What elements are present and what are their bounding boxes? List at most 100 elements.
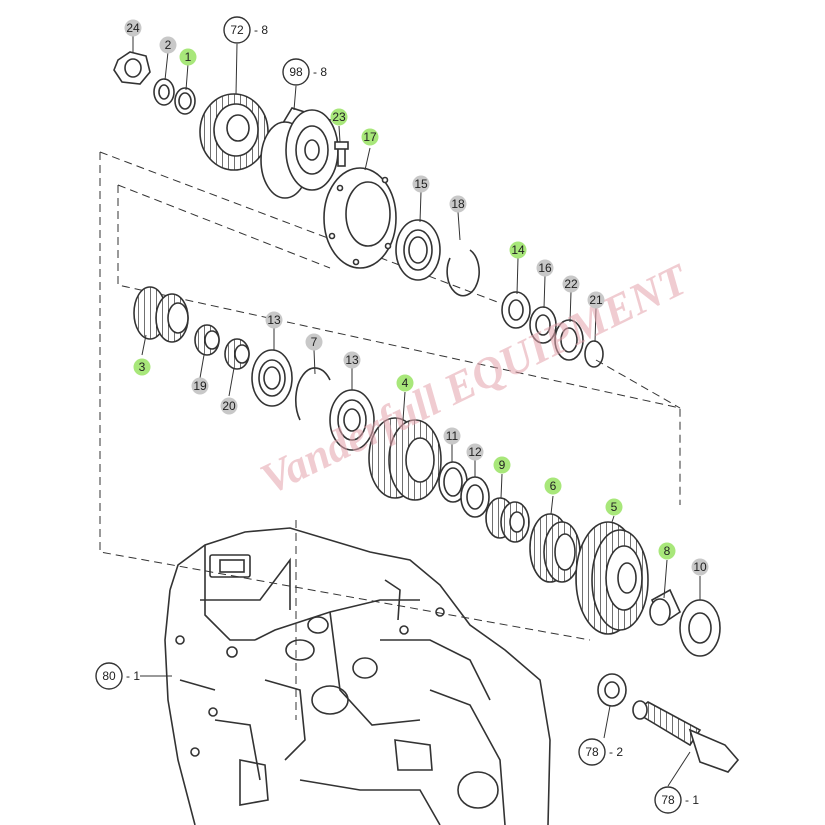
callout-c15: 15: [412, 175, 430, 193]
callout-c11: 11: [443, 427, 461, 445]
gear-5-part: [575, 521, 649, 635]
parts: [113, 51, 740, 773]
reference-suffix: - 1: [685, 793, 699, 807]
callout-c23: 23: [330, 108, 348, 126]
reference-bubble: [282, 58, 310, 86]
callout-number: 15: [414, 177, 428, 191]
callout-bubble: [330, 108, 348, 126]
callout-c19: 19: [191, 377, 209, 395]
reference-number: 78: [661, 793, 675, 807]
reference-callout-r781: 78 - 1: [654, 786, 699, 814]
needle-bearing-19-part: [194, 324, 220, 356]
callout-number: 9: [499, 458, 506, 472]
sleeve-6-part: [529, 513, 581, 583]
callout-group: 2421231715181416222131920137134111296581…: [124, 19, 709, 576]
reference-suffix: - 1: [126, 669, 140, 683]
reference-suffix: - 8: [313, 65, 327, 79]
bolt-part: [334, 141, 349, 167]
callout-bubble: [443, 427, 461, 445]
callout-number: 4: [402, 376, 409, 390]
callout-bubble: [305, 333, 323, 351]
callout-number: 21: [589, 293, 603, 307]
gear-4-part: [368, 417, 442, 501]
reference-callout-r72: 72 - 8: [223, 16, 268, 44]
reference-bubble: [654, 786, 682, 814]
callout-bubble: [124, 19, 142, 37]
callout-bubble: [691, 558, 709, 576]
clip-21-part: [584, 340, 604, 368]
callout-number: 19: [193, 379, 207, 393]
nut-part: [113, 51, 151, 85]
callout-c10: 10: [691, 558, 709, 576]
callout-c6: 6: [544, 477, 562, 495]
callout-bubble: [544, 477, 562, 495]
callout-number: 5: [611, 500, 618, 514]
callout-number: 10: [693, 560, 707, 574]
gear-3-part: [133, 286, 189, 343]
callout-bubble: [343, 351, 361, 369]
callout-number: 8: [664, 544, 671, 558]
callout-number: 12: [468, 445, 482, 459]
callout-number: 16: [538, 261, 552, 275]
callout-c12: 12: [466, 443, 484, 461]
callout-c8: 8: [658, 542, 676, 560]
bearing-15-part: [395, 219, 441, 281]
callout-number: 3: [139, 360, 146, 374]
needle-bearing-20-part: [224, 338, 250, 370]
callout-number: 22: [564, 277, 578, 291]
callout-bubble: [220, 397, 238, 415]
bearing-13a-part: [251, 349, 293, 407]
reference-callout-group: 72- 898- 880- 178- 278- 1: [95, 16, 699, 814]
callout-c14: 14: [509, 241, 527, 259]
reference-number: 80: [102, 669, 116, 683]
gearbox-housing: [164, 527, 551, 825]
reference-number: 78: [585, 745, 599, 759]
callout-number: 1: [185, 50, 192, 64]
reference-bubble: [95, 662, 123, 690]
snap-ring-18-part: [446, 249, 480, 297]
reference-number: 72: [230, 23, 244, 37]
snap-ring-7-part: [295, 367, 331, 421]
callout-c17: 17: [361, 128, 379, 146]
callout-c20: 20: [220, 397, 238, 415]
callout-bubble: [412, 175, 430, 193]
callout-bubble: [605, 498, 623, 516]
callout-bubble: [265, 311, 283, 329]
callout-number: 17: [363, 130, 377, 144]
callout-c1: 1: [179, 48, 197, 66]
callout-c21: 21: [587, 291, 605, 309]
callout-bubble: [191, 377, 209, 395]
callout-number: 13: [267, 313, 281, 327]
callout-bubble: [562, 275, 580, 293]
drum-98-part: [260, 107, 339, 199]
reference-callout-r98: 98 - 8: [282, 58, 327, 86]
reference-bubble: [223, 16, 251, 44]
callout-c16: 16: [536, 259, 554, 277]
callout-number: 7: [311, 335, 318, 349]
reference-bubble: [578, 738, 606, 766]
callout-number: 2: [165, 38, 172, 52]
callout-bubble: [179, 48, 197, 66]
callout-number: 18: [451, 197, 465, 211]
callout-bubble: [658, 542, 676, 560]
callout-bubble: [159, 36, 177, 54]
callout-bubble: [396, 374, 414, 392]
reference-number: 98: [289, 65, 303, 79]
callout-bubble: [466, 443, 484, 461]
callout-number: 23: [332, 110, 346, 124]
callout-c24: 24: [124, 19, 142, 37]
callout-bubble: [449, 195, 467, 213]
callout-number: 20: [222, 399, 236, 413]
callout-c7: 7: [305, 333, 323, 351]
callout-c13a: 13: [265, 311, 283, 329]
reference-suffix: - 8: [254, 23, 268, 37]
assembly-outline: [99, 151, 681, 720]
callout-c4: 4: [396, 374, 414, 392]
callout-bubble: [509, 241, 527, 259]
callout-c2: 2: [159, 36, 177, 54]
callout-bubble: [493, 456, 511, 474]
bearing-13b-part: [329, 389, 375, 451]
callout-number: 14: [511, 243, 525, 257]
gear-72-part: [199, 93, 269, 171]
